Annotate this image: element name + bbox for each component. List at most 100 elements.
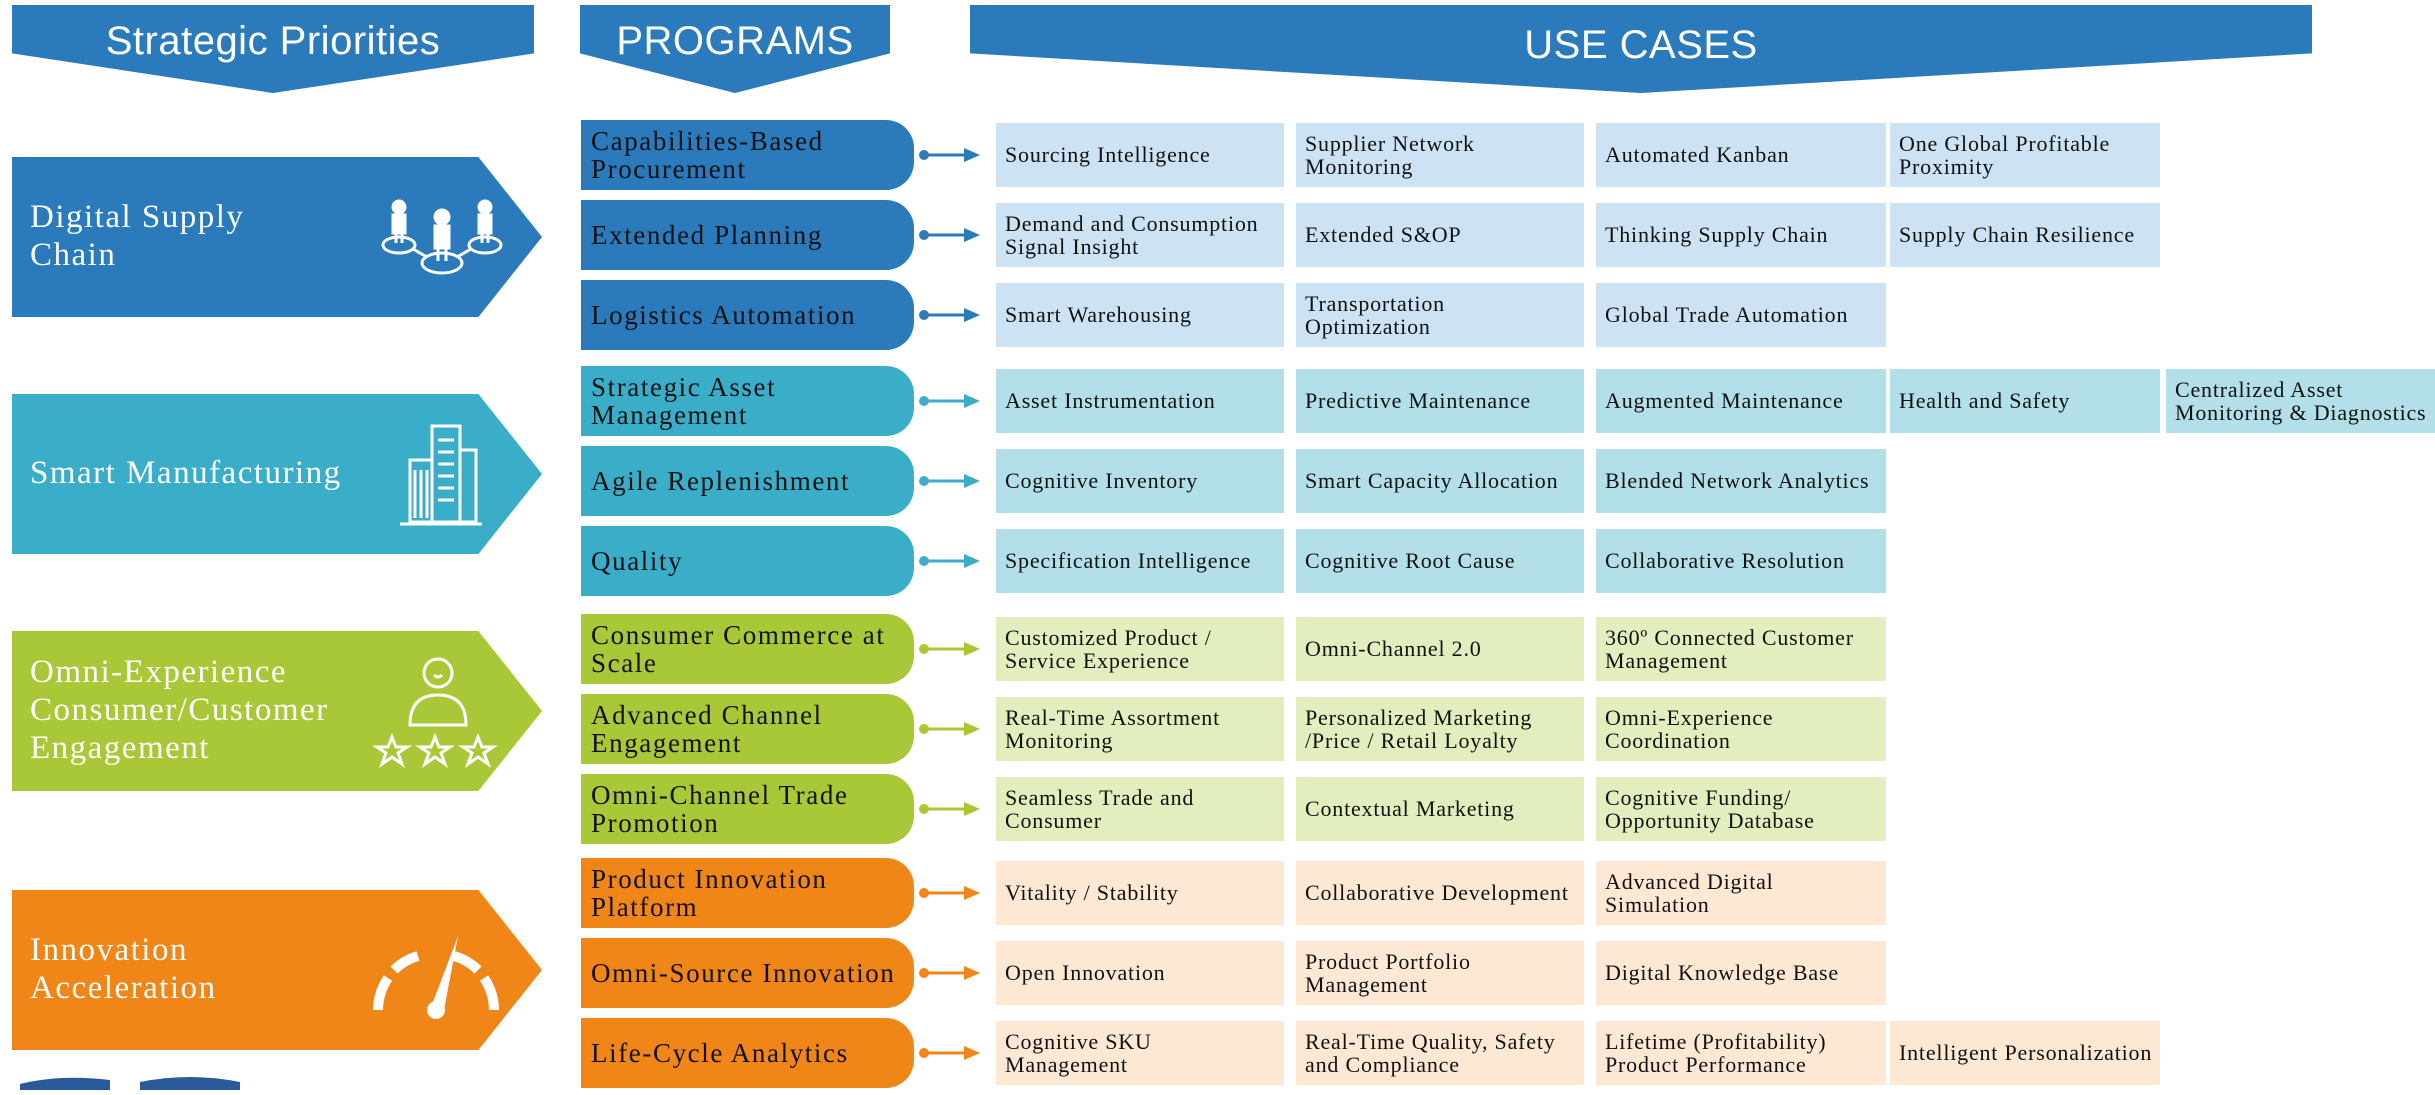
- arrow-icon: [919, 474, 980, 488]
- use-case-box: Lifetime (Profitability) Product Perform…: [1596, 1021, 1886, 1085]
- priority-label: Digital Supply Chain: [30, 199, 245, 273]
- priority-label: Omni-Experience Consumer/Customer Engage…: [30, 654, 329, 766]
- speedometer-icon: [373, 936, 499, 1019]
- program-label: Consumer Commerce at Scale: [591, 619, 886, 678]
- priority-label: Smart Manufacturing: [30, 455, 342, 492]
- program-box: Agile Replenishment: [581, 446, 914, 516]
- use-cases-header-label: USE CASES: [1524, 23, 1758, 67]
- arrow-icon: [919, 886, 980, 900]
- use-case-box: Automated Kanban: [1596, 123, 1886, 187]
- use-case-box: Seamless Trade and Consumer: [996, 777, 1284, 841]
- use-case-box: Digital Knowledge Base: [1596, 941, 1886, 1005]
- use-case-label: Demand and Consumption Signal Insight: [1005, 210, 1259, 259]
- use-case-label: One Global Profitable Proximity: [1899, 130, 2111, 179]
- program-label: Agile Replenishment: [591, 465, 851, 496]
- use-case-box: Thinking Supply Chain: [1596, 203, 1886, 267]
- use-case-label: Asset Instrumentation: [1005, 388, 1216, 414]
- use-case-box: Smart Capacity Allocation: [1296, 449, 1584, 513]
- use-case-box: Smart Warehousing: [996, 283, 1284, 347]
- use-case-box: Cognitive SKU Management: [996, 1021, 1284, 1085]
- use-case-label: Real-Time Quality, Safety and Compliance: [1305, 1028, 1556, 1077]
- programs-header-label: PROGRAMS: [616, 19, 854, 63]
- program-label: Life-Cycle Analytics: [591, 1037, 849, 1068]
- program-label: Omni-Source Innovation: [591, 957, 896, 988]
- program-box: Omni-Source Innovation: [581, 938, 914, 1008]
- person-stars-icon: [372, 657, 498, 768]
- arrow-icon: [919, 1046, 980, 1060]
- use-case-label: Smart Warehousing: [1005, 302, 1192, 328]
- program-label: Extended Planning: [591, 219, 823, 250]
- use-case-box: Supply Chain Resilience: [1890, 203, 2160, 267]
- use-cases-header: USE CASES: [970, 5, 2312, 93]
- arrow-icon: [919, 722, 980, 736]
- priority-omni-experience: Omni-Experience Consumer/Customer Engage…: [12, 631, 542, 791]
- arrow-icon: [919, 642, 980, 656]
- program-label: Capabilities-Based Procurement: [591, 125, 824, 184]
- use-case-box: Advanced Digital Simulation: [1596, 861, 1886, 925]
- use-case-box: Vitality / Stability: [996, 861, 1284, 925]
- program-label: Omni-Channel Trade Promotion: [591, 779, 849, 838]
- use-case-label: Lifetime (Profitability) Product Perform…: [1605, 1028, 1827, 1077]
- use-case-label: Personalized Marketing /Price / Retail L…: [1305, 704, 1533, 753]
- use-case-label: Centralized Asset Monitoring & Diagnosti…: [2175, 376, 2427, 425]
- use-case-box: Health and Safety: [1890, 369, 2160, 433]
- use-case-label: 360º Connected Customer Management: [1605, 624, 1854, 673]
- use-case-box: Personalized Marketing /Price / Retail L…: [1296, 697, 1584, 761]
- arrow-icon: [919, 308, 980, 322]
- use-case-label: Open Innovation: [1005, 960, 1166, 986]
- logo-fragment: [0, 1070, 270, 1090]
- use-case-box: Blended Network Analytics: [1596, 449, 1886, 513]
- use-case-box: Specification Intelligence: [996, 529, 1284, 593]
- program-label: Advanced Channel Engagement: [591, 699, 823, 758]
- program-box: Advanced Channel Engagement: [581, 694, 914, 764]
- use-case-label: Real-Time Assortment Monitoring: [1005, 704, 1221, 753]
- use-case-box: Omni-Experience Coordination: [1596, 697, 1886, 761]
- use-case-label: Transportation Optimization: [1305, 290, 1445, 339]
- use-case-label: Thinking Supply Chain: [1605, 222, 1829, 248]
- use-case-box: Cognitive Inventory: [996, 449, 1284, 513]
- use-case-label: Supplier Network Monitoring: [1305, 130, 1475, 179]
- use-case-box: Asset Instrumentation: [996, 369, 1284, 433]
- use-case-label: Cognitive Inventory: [1005, 468, 1199, 494]
- use-case-label: Specification Intelligence: [1005, 548, 1252, 574]
- program-label: Logistics Automation: [591, 299, 857, 330]
- arrow-icon: [919, 554, 980, 568]
- program-box: Extended Planning: [581, 200, 914, 270]
- use-case-label: Cognitive Funding/ Opportunity Database: [1605, 784, 1815, 833]
- strategic-priorities-header-label: Strategic Priorities: [105, 19, 441, 63]
- use-case-box: Product Portfolio Management: [1296, 941, 1584, 1005]
- priority-label: Innovation Acceleration: [30, 932, 217, 1006]
- use-case-box: Global Trade Automation: [1596, 283, 1886, 347]
- arrow-icon: [919, 394, 980, 408]
- use-case-label: Augmented Maintenance: [1605, 388, 1844, 414]
- program-label: Product Innovation Platform: [591, 863, 828, 922]
- use-case-box: Transportation Optimization: [1296, 283, 1584, 347]
- use-case-label: Collaborative Resolution: [1605, 548, 1845, 574]
- use-case-box: Centralized Asset Monitoring & Diagnosti…: [2166, 369, 2435, 433]
- use-case-label: Extended S&OP: [1305, 222, 1462, 248]
- use-case-label: Customized Product / Service Experience: [1005, 624, 1212, 673]
- program-box: Omni-Channel Trade Promotion: [581, 774, 914, 844]
- use-case-label: Omni-Experience Coordination: [1605, 704, 1774, 753]
- strategic-priorities-header: Strategic Priorities: [12, 5, 534, 93]
- use-case-box: 360º Connected Customer Management: [1596, 617, 1886, 681]
- use-case-box: Real-Time Assortment Monitoring: [996, 697, 1284, 761]
- programs-header: PROGRAMS: [580, 5, 890, 93]
- priority-smart-manufacturing: Smart Manufacturing: [12, 394, 542, 554]
- use-case-box: Augmented Maintenance: [1596, 369, 1886, 433]
- arrow-icon: [919, 148, 980, 162]
- use-case-label: Vitality / Stability: [1005, 880, 1179, 906]
- use-case-label: Smart Capacity Allocation: [1305, 468, 1559, 494]
- use-case-label: Cognitive Root Cause: [1305, 548, 1516, 574]
- use-case-label: Digital Knowledge Base: [1605, 960, 1839, 986]
- use-case-box: Demand and Consumption Signal Insight: [996, 203, 1284, 267]
- arrow-icon: [919, 228, 980, 242]
- use-case-label: Product Portfolio Management: [1305, 948, 1471, 997]
- use-case-label: Cognitive SKU Management: [1005, 1028, 1152, 1077]
- use-case-label: Predictive Maintenance: [1305, 388, 1531, 414]
- use-case-box: Intelligent Personalization: [1890, 1021, 2160, 1085]
- use-case-box: Predictive Maintenance: [1296, 369, 1584, 433]
- program-label: Quality: [591, 545, 684, 576]
- arrow-icon: [919, 966, 980, 980]
- use-case-box: Contextual Marketing: [1296, 777, 1584, 841]
